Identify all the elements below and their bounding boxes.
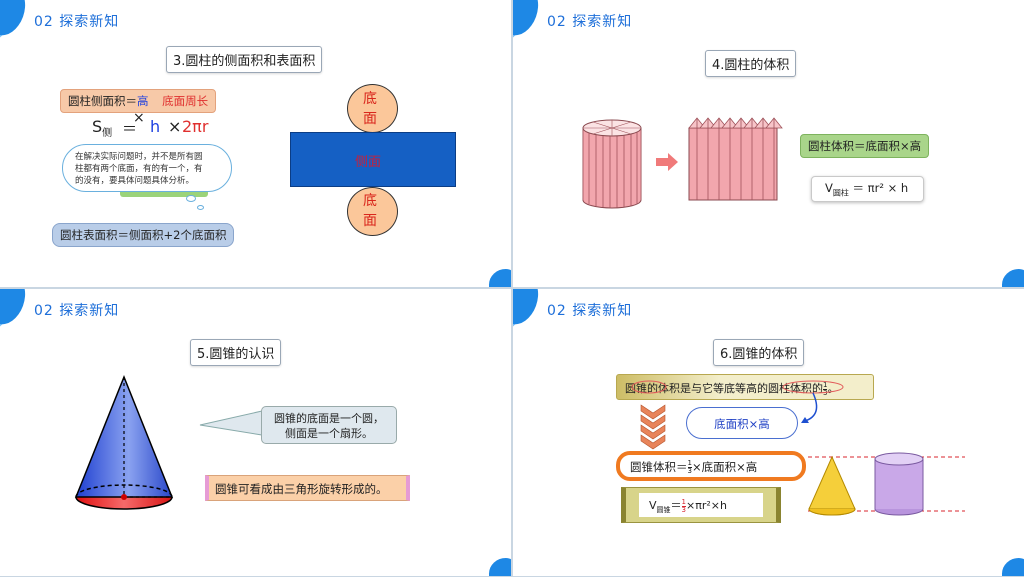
v-subscript: 圆锥 (656, 506, 671, 515)
callout-line: 侧面是一个扇形。 (285, 427, 373, 440)
section-header: 02 探索新知 (34, 303, 120, 319)
corner-decoration (1002, 269, 1024, 287)
corner-decoration (1002, 558, 1024, 576)
side-rectangle (290, 132, 456, 187)
h-value: h (150, 117, 161, 136)
bottom-base-label: 底面 (363, 193, 377, 229)
slide-cylinder-volume[interactable]: 02 探索新知 4.圆柱的体积 (513, 0, 1024, 287)
cloud-bubble (186, 195, 196, 202)
hint-line: 在解决实际问题时，并不是所有圆 (75, 152, 203, 162)
v-letter: V (825, 181, 833, 195)
slide-title: 3.圆柱的侧面积和表面积 (166, 46, 323, 73)
hint-line: 的没有，要具体问题具体分析。 (75, 176, 195, 186)
section-header: 02 探索新知 (547, 303, 633, 319)
slide-title: 4.圆柱的体积 (705, 50, 797, 77)
bottom-base-circle (347, 187, 398, 236)
v-expression: ＝ πr² × h (852, 181, 909, 195)
v-expression: ×πr²×h (686, 499, 727, 512)
numerator: 1 (823, 380, 828, 389)
v-eq: ＝ (670, 499, 682, 512)
hint-line: 柱都有两个底面，有的有一个，有 (75, 164, 203, 174)
section-header: 02 探索新知 (547, 14, 633, 30)
arrow-right-icon (656, 153, 678, 171)
slide-title: 5.圆锥的认识 (190, 339, 282, 366)
corner-decoration (489, 558, 511, 576)
slide-cylinder-area[interactable]: 02 探索新知 3.圆柱的侧面积和表面积 圆柱侧面积＝高 底面周长 S侧 ＝ ×… (0, 0, 511, 287)
surface-area-formula: 圆柱表面积＝侧面积+2个底面积 (52, 223, 235, 247)
equals-sign: ＝ (122, 120, 138, 138)
s-lateral: S侧 (92, 117, 112, 139)
formula-label: 圆柱侧面积＝ (68, 94, 137, 108)
denominator: 3 (681, 505, 686, 514)
numerator: 1 (687, 459, 692, 467)
formula-text: ×底面积×高 (691, 460, 758, 474)
cone-volume-illustration (631, 380, 965, 516)
v-letter: V (649, 499, 657, 512)
formula-text: 圆锥体积＝ (630, 460, 688, 474)
cone-callout: 圆锥的底面是一个圆， 侧面是一个扇形。 (261, 406, 397, 444)
s-subscript: 侧 (102, 128, 113, 140)
base-area-cloud: 底面积×高 (686, 407, 798, 439)
rearranged-slices (688, 117, 783, 201)
v-subscript: 圆柱 (832, 188, 849, 198)
sliced-cylinder (582, 119, 642, 209)
cone-illustration (74, 374, 263, 510)
corner-decoration (0, 0, 32, 41)
cylinder-slicing-illustration (582, 117, 783, 209)
times-sign: × (168, 117, 182, 136)
statement-end: 。 (827, 382, 839, 395)
times-mark: × (133, 110, 145, 126)
cloud-bubble (197, 205, 204, 210)
side-label: 侧面 (355, 155, 382, 170)
callout-tail (199, 410, 263, 436)
formula-height: 高 (137, 94, 149, 108)
lateral-area-formula: 圆柱侧面积＝高 底面周长 (60, 89, 217, 113)
corner-decoration (489, 269, 511, 287)
hint-cloud: 在解决实际问题时，并不是所有圆 柱都有两个底面，有的有一个，有 的没有，要具体问… (62, 144, 232, 192)
numerator: 1 (681, 497, 686, 506)
top-base-circle (347, 84, 398, 133)
top-base-label: 底面 (363, 91, 377, 127)
cylinder-volume-formula: 圆柱体积＝底面积×高 (800, 134, 930, 158)
small-cone (808, 455, 856, 516)
formula-circumference: 底面周长 (162, 94, 209, 108)
two-pi-r: 2πr (182, 117, 209, 136)
slide-cone-intro[interactable]: 02 探索新知 5.圆锥的认识 圆锥的底面是一个圆， 侧面是一 (0, 289, 511, 576)
s-letter: S (92, 117, 103, 136)
section-header: 02 探索新知 (34, 14, 120, 30)
slide-title: 6.圆锥的体积 (713, 339, 805, 366)
statement-text: 圆锥的体积是与它等底等高的圆柱体积的 (625, 382, 823, 395)
small-cylinder (874, 452, 924, 516)
denominator: 3 (687, 467, 692, 475)
callout-line: 圆锥的底面是一个圆， (274, 412, 384, 425)
chevron-down-icon (640, 404, 666, 450)
cylinder-volume-symbolic: V圆柱 ＝ πr² × h (811, 176, 924, 203)
rotation-scroll: 圆锥可看成由三角形旋转形成的。 (205, 475, 410, 501)
